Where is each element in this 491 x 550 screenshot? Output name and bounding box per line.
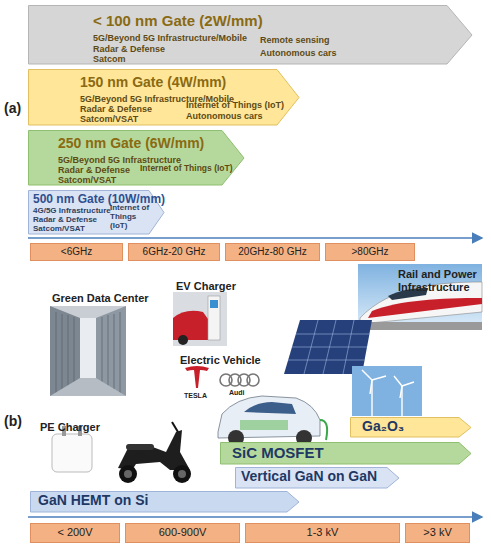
node-text: Radar & Defense [33, 216, 97, 225]
technology-arrow: GaN HEMT on Si [30, 491, 300, 513]
voltage-band: 1-3 kV [245, 523, 400, 543]
node-shape [31, 524, 120, 543]
node-title: 20GHz-80 GHz [225, 246, 320, 257]
node-text: Satcom/VSAT [33, 225, 85, 234]
voltage-axis [28, 516, 482, 518]
node-title: <6GHz [30, 246, 123, 257]
node-shape [129, 244, 220, 261]
node-shape [406, 524, 470, 543]
node-text: Internet of Things (IoT) [140, 164, 233, 173]
node-shape [29, 6, 473, 65]
node-text: Satcom/VSAT [80, 115, 138, 125]
node-shape [221, 443, 472, 465]
node-shape [351, 418, 472, 438]
node-shape [29, 131, 245, 186]
node-shape [31, 492, 300, 513]
node-title: 6GHz-20 GHz [128, 246, 220, 257]
node-text: Autonomous cars [186, 112, 263, 122]
node-title: < 100 nm Gate (2W/mm) [93, 13, 263, 30]
frequency-band: >80GHz [325, 243, 415, 261]
data-center-image [50, 306, 126, 396]
node-text: Autonomous cars [260, 49, 337, 59]
frequency-band: 6GHz-20 GHz [128, 243, 220, 261]
node-title: 1-3 kV [245, 526, 400, 538]
node-title: 250 nm Gate (6W/mm) [58, 136, 204, 151]
figure-label: TESLA [184, 392, 207, 400]
node-shape [29, 70, 300, 126]
node-text: 4G/5G Infrastructure [33, 207, 111, 216]
node-text: Internet of Things (IoT) [186, 101, 284, 111]
figure-label: Electric Vehicle [180, 354, 261, 367]
node-shape [246, 524, 400, 543]
scooter-image [118, 422, 191, 483]
node-text: Radar & Defense [58, 166, 130, 176]
node-text: 5G/Beyond 5G Infrastructure/Mobile [93, 34, 247, 44]
node-text: Radar & Defense [80, 105, 152, 115]
audi-logo [220, 374, 259, 386]
figure-label: EV Charger [176, 280, 236, 293]
wind-turbine-image [352, 366, 422, 416]
node-title: Vertical GaN on GaN [241, 469, 377, 484]
figure-label: (b) [4, 413, 22, 429]
ev-charger-image [173, 292, 227, 346]
voltage-band: 600-900V [125, 523, 240, 543]
tesla-logo [185, 366, 209, 388]
node-title: < 200V [30, 526, 120, 538]
node-text: Satcom/VSAT [58, 176, 116, 186]
node-title: 150 nm Gate (4W/mm) [80, 75, 226, 90]
gate-arrow: 150 nm Gate (4W/mm)5G/Beyond 5G Infrastr… [28, 69, 300, 126]
figure-label: PE Charger [40, 421, 100, 434]
node-text: Remote sensing [260, 36, 330, 46]
frequency-band: 20GHz-80 GHz [225, 243, 320, 261]
node-text: Radar & Defense [93, 45, 165, 55]
solar-panel-image [284, 320, 372, 374]
node-title: 600-900V [125, 526, 240, 538]
node-text: Satcom [93, 55, 126, 65]
node-shape [326, 244, 415, 261]
node-shape [236, 468, 400, 489]
electric-car-image [218, 396, 327, 446]
node-title: >80GHz [325, 246, 415, 257]
gate-arrow: 250 nm Gate (6W/mm)5G/Beyond 5G Infrastr… [28, 130, 245, 186]
gate-arrow: 500 nm Gate (10W/mm)4G/5G Infrastructure… [28, 190, 165, 235]
figure-label: Audi [229, 389, 245, 397]
node-shape [126, 524, 240, 543]
node-title: Ga₂O₃ [362, 419, 404, 434]
node-title: >3 kV [405, 526, 470, 538]
frequency-axis [28, 237, 482, 239]
frequency-band: <6GHz [30, 243, 123, 261]
node-title: GaN HEMT on Si [38, 493, 148, 508]
technology-arrow: SiC MOSFET [220, 442, 472, 465]
node-text: Internet of Things (IoT) [110, 204, 152, 230]
node-shape [226, 244, 320, 261]
voltage-band: >3 kV [405, 523, 470, 543]
technology-arrow: Ga₂O₃ [350, 417, 472, 438]
gate-arrow: < 100 nm Gate (2W/mm) 5G/Beyond 5G Infras… [28, 5, 473, 65]
voltage-band: < 200V [30, 523, 120, 543]
figure-label: Green Data Center [52, 292, 149, 305]
figure-label: (a) [4, 100, 21, 116]
node-shape [31, 244, 123, 261]
node-title: SiC MOSFET [232, 445, 324, 462]
figure-label: Rail and Power Infrastructure [398, 268, 484, 293]
technology-arrow: Vertical GaN on GaN [235, 467, 400, 489]
